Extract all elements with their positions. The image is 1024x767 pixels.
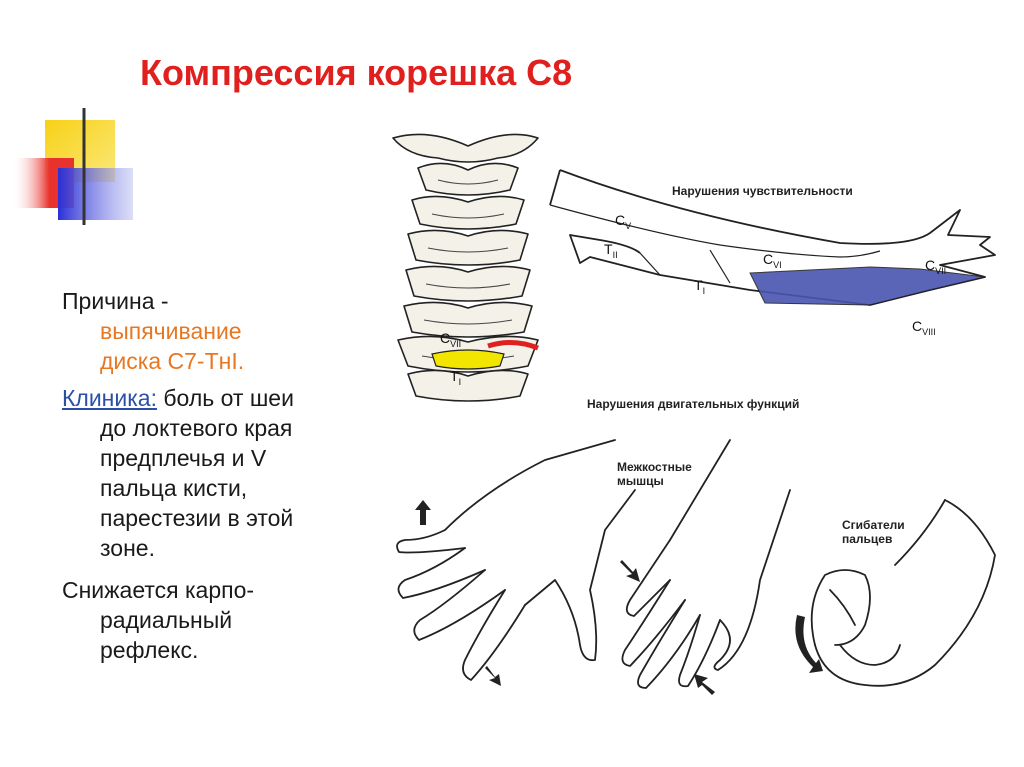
arrow-inward-left-icon <box>620 560 640 582</box>
cause-line-2: диска С7-ТнI. <box>100 348 245 374</box>
arm-label-cvi: CVI <box>763 251 782 270</box>
clinic-line-1: боль от шеи <box>156 385 294 411</box>
arm-dermatome-illustration <box>549 169 996 306</box>
page-title: Компрессия корешка С8 <box>140 52 573 93</box>
cause-paragraph: Причина - выпячивание диска С7-ТнI. <box>62 286 382 376</box>
arm-label-cviii: CVIII <box>912 318 936 337</box>
clinic-label: Клиника: <box>62 385 157 411</box>
hand-spread-illustration <box>396 439 636 686</box>
reflex-line-3: рефлекс. <box>100 637 199 663</box>
hand-fist-illustration <box>795 499 996 687</box>
clinic-line-4: пальца кисти, <box>100 475 248 501</box>
reflex-line-1: Снижается карпо- <box>62 577 255 603</box>
arrow-inward-right-icon <box>694 674 715 695</box>
cause-label: Причина - <box>62 288 169 314</box>
arrow-up-icon <box>415 500 431 525</box>
clinic-line-6: зоне. <box>100 535 155 561</box>
clinic-line-3: предплечья и V <box>100 445 267 471</box>
arm-label-ti: TI <box>694 277 706 296</box>
cause-line-1: выпячивание <box>100 318 242 344</box>
herniated-disc <box>431 349 505 370</box>
arrow-down-right-icon <box>485 666 501 686</box>
arm-caption: Нарушения чувствительности <box>672 184 853 198</box>
arm-label-cvii: CVII <box>925 257 947 276</box>
arm-outline <box>559 169 996 306</box>
clinic-line-5: парестезии в этой <box>100 505 294 531</box>
arm-label-tii: TII <box>604 241 618 260</box>
hand-interosseous-illustration <box>620 439 791 695</box>
spine-label-t1: TI <box>450 368 462 387</box>
clinic-first-line: Клиника: боль от шеи <box>62 383 382 413</box>
clinic-line-2: до локтевого края <box>100 415 293 441</box>
motor-caption: Нарушения двигательных функций <box>587 397 800 411</box>
deco-blue-square <box>58 168 133 220</box>
spine-label-c7: CVII <box>440 330 462 349</box>
arm-label-cv: CV <box>615 212 632 231</box>
c8-sensory-zone <box>749 266 986 306</box>
decorative-squares <box>12 108 390 225</box>
reflex-paragraph: Снижается карпо- радиальный рефлекс. <box>62 575 382 665</box>
clinic-paragraph: Клиника: боль от шеи до локтевого края п… <box>62 383 382 563</box>
reflex-line-2: радиальный <box>100 607 233 633</box>
cervical-spine-illustration <box>392 133 539 402</box>
disc-protrusion <box>487 340 539 351</box>
flexor-arrow-icon <box>795 615 823 673</box>
